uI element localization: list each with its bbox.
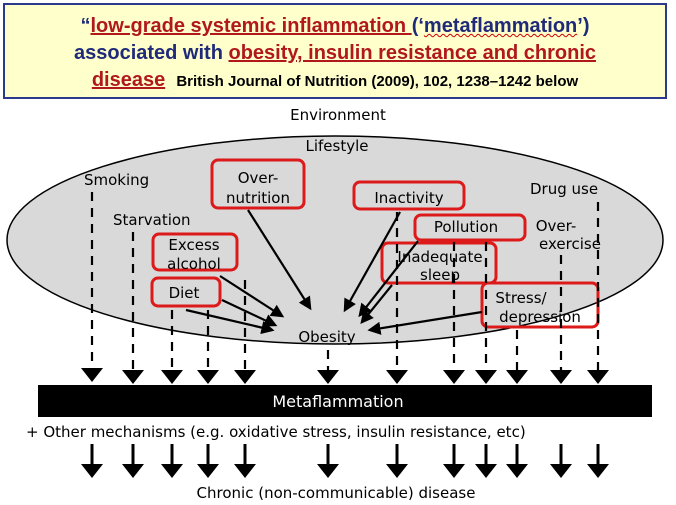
citation: British Journal of Nutrition (2009), 102… [176, 73, 579, 90]
label-metaflammation: Metaflammation [272, 392, 403, 411]
label-starvation: Starvation [113, 211, 191, 229]
phrase-disease: disease [91, 69, 166, 91]
paren-open: (‘ [411, 15, 424, 37]
box-pollution [413, 213, 527, 242]
label-over-nutrition-2: nutrition [226, 189, 290, 207]
arrowheads-to-chronic-disease [81, 464, 609, 478]
label-other-mechanisms: + Other mechanisms (e.g. oxidative stres… [26, 423, 526, 441]
label-excess-alcohol-1: Excess [168, 236, 219, 254]
title-line-1: “low-grade systemic inflammation (‘metaf… [11, 13, 659, 40]
label-drug-use: Drug use [530, 180, 598, 198]
arrows-to-chronic-disease [90, 444, 600, 466]
arrowheads-to-metaflammation [81, 368, 609, 384]
label-obesity: Obesity [298, 328, 355, 346]
label-smoking: Smoking [84, 171, 149, 189]
lifestyle-ellipse [6, 135, 664, 345]
arrows-to-obesity [185, 209, 483, 335]
box-diet [150, 276, 222, 308]
label-excess-alcohol-2: alcohol [167, 255, 221, 273]
paren-close: ’) [577, 15, 590, 37]
label-over-nutrition-1: Over- [238, 169, 279, 187]
label-diet: Diet [169, 284, 200, 302]
metaflammation-bar [38, 385, 652, 417]
label-chronic-disease: Chronic (non-communicable) disease [197, 484, 476, 502]
label-stress-1: Stress/ [495, 289, 547, 307]
label-over-exercise-2: exercise [539, 235, 601, 253]
box-inadequate-sleep [380, 241, 498, 285]
open-quote: “ [80, 15, 91, 37]
label-pollution: Pollution [434, 218, 498, 236]
title-line-3: disease British Journal of Nutrition (20… [11, 67, 659, 95]
label-lifestyle: Lifestyle [305, 137, 368, 155]
phrase-low-grade-inflammation: low-grade systemic inflammation [90, 15, 412, 37]
box-excess-alcohol [151, 232, 239, 272]
label-inactivity: Inactivity [374, 189, 443, 207]
label-environment: Environment [290, 106, 386, 124]
metaflammation-diagram: Environment Lifestyle Smoking Starvation… [6, 106, 664, 502]
label-inadequate-sleep-2: sleep [420, 266, 460, 284]
title-line-2: associated with obesity, insulin resista… [11, 40, 659, 67]
box-inactivity [352, 180, 466, 211]
box-over-nutrition [210, 158, 306, 210]
label-stress-2: depression [499, 308, 581, 326]
title-banner: “low-grade systemic inflammation (‘metaf… [3, 3, 667, 99]
term-metaflammation: metaflammation [423, 15, 578, 37]
label-inadequate-sleep-1: Inadequate [397, 248, 482, 266]
label-over-exercise-1: Over- [536, 217, 577, 235]
dashed-lines [90, 192, 600, 372]
phrase-obesity-insulin: obesity, insulin resistance and chronic [228, 42, 596, 64]
text-associated-with: associated with [73, 42, 229, 64]
